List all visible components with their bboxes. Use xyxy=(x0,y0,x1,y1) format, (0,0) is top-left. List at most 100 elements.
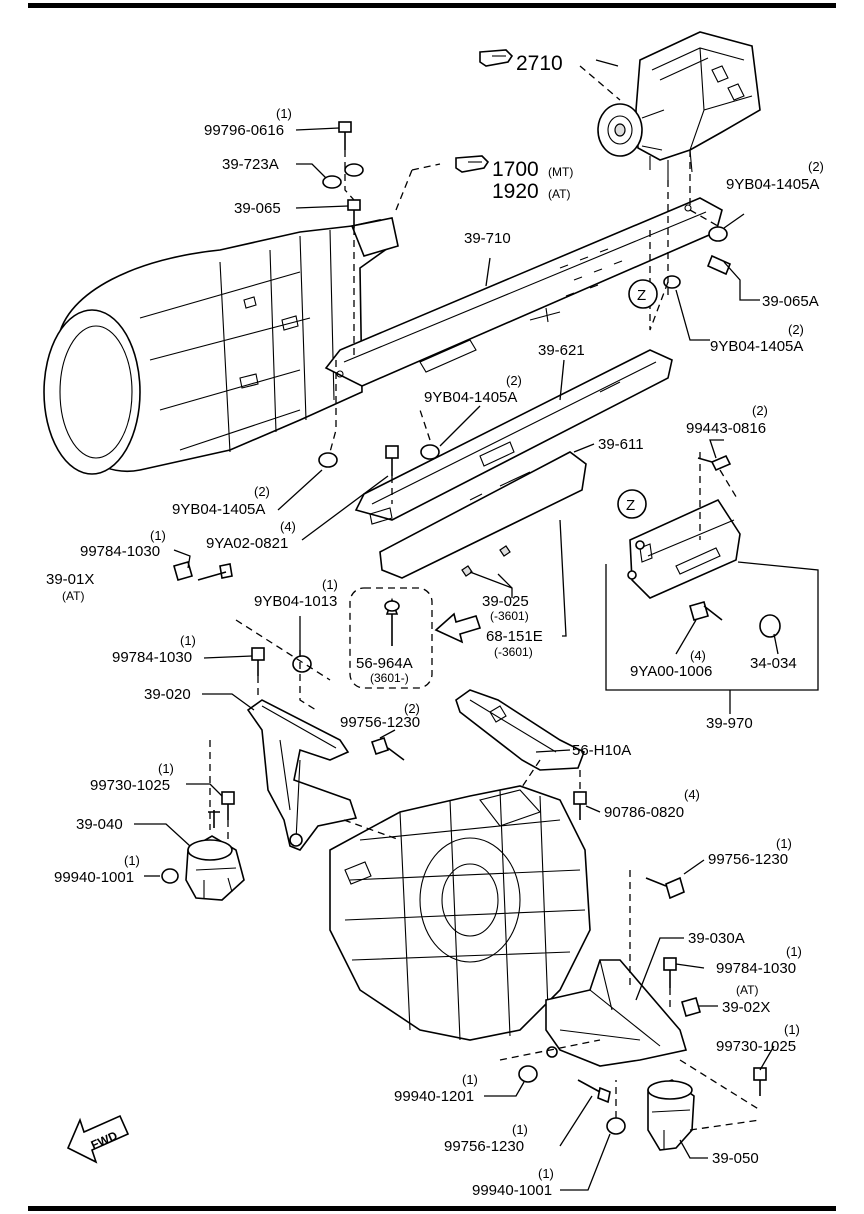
bracket-56-h10a xyxy=(455,689,586,771)
svg-text:(1): (1) xyxy=(158,761,174,776)
label-99784-1030-lower: (1) 99784-1030 xyxy=(112,633,196,666)
label-9yb04-1405a-top-right: (2) 9YB04-1405A xyxy=(726,159,824,193)
svg-text:39-065: 39-065 xyxy=(234,200,281,217)
svg-text:(1): (1) xyxy=(462,1072,478,1087)
svg-text:99940-1001: 99940-1001 xyxy=(54,869,134,886)
svg-text:9YB04-1405A: 9YB04-1405A xyxy=(172,501,265,518)
svg-text:(1): (1) xyxy=(124,853,140,868)
label-39-611: 39-611 xyxy=(598,436,644,453)
label-90786-0820: (4) 90786-0820 xyxy=(604,787,700,821)
svg-text:(1): (1) xyxy=(512,1122,528,1137)
label-9ya02-0821: (4) 9YA02-0821 xyxy=(206,519,296,552)
svg-text:9YB04-1405A: 9YB04-1405A xyxy=(424,389,517,406)
svg-text:9YB04-1405A: 9YB04-1405A xyxy=(726,176,819,193)
svg-text:(1): (1) xyxy=(784,1022,800,1037)
svg-text:(2): (2) xyxy=(752,403,768,418)
label-9yb04-1405a-mid: (2) 9YB04-1405A xyxy=(424,373,522,406)
engine-mount-bracket-39-030a xyxy=(545,959,688,1067)
svg-text:39-723A: 39-723A xyxy=(222,156,279,173)
label-99756-1230-lower: (1) 99756-1230 xyxy=(444,1122,528,1155)
fwd-arrow: FWD xyxy=(66,1114,130,1164)
svg-text:99940-1201: 99940-1201 xyxy=(394,1088,474,1105)
label-39-01x: 39-01X (AT) xyxy=(46,571,94,603)
label-99756-1230-right: (1) 99756-1230 xyxy=(708,836,792,868)
label-68-151e: 68-151E (-3601) xyxy=(486,628,543,659)
label-99756-1230-upper: (2) 99756-1230 xyxy=(340,701,420,731)
top-border xyxy=(28,3,836,8)
view-arrow xyxy=(434,612,482,644)
svg-text:39-020: 39-020 xyxy=(144,686,191,703)
label-34-034: 34-034 xyxy=(750,655,797,672)
svg-text:56-H10A: 56-H10A xyxy=(572,742,631,759)
svg-text:39-01X: 39-01X xyxy=(46,571,94,588)
svg-text:(2): (2) xyxy=(506,373,522,388)
svg-text:9YB04-1405A: 9YB04-1405A xyxy=(710,338,803,355)
svg-text:(MT): (MT) xyxy=(548,165,573,179)
leader-lines xyxy=(134,59,819,1191)
label-39-050: 39-050 xyxy=(712,1150,759,1167)
label-99443-0816: (2) 99443-0816 xyxy=(686,403,768,437)
label-99796-0616: (1) 99796-0616 xyxy=(204,106,292,139)
label-39-020: 39-020 xyxy=(144,686,191,703)
svg-text:99784-1030: 99784-1030 xyxy=(716,960,796,977)
svg-text:9YA02-0821: 9YA02-0821 xyxy=(206,535,288,552)
svg-text:(4): (4) xyxy=(280,519,296,534)
label-56-h10a: 56-H10A xyxy=(572,742,631,759)
svg-text:(2): (2) xyxy=(254,484,270,499)
svg-text:(AT): (AT) xyxy=(736,983,758,997)
plate-39-611 xyxy=(379,451,587,579)
svg-text:(AT): (AT) xyxy=(548,187,570,201)
svg-text:(1): (1) xyxy=(538,1166,554,1181)
label-9yb04-1405a-right-mid: (2) 9YB04-1405A xyxy=(710,322,804,355)
svg-text:(4): (4) xyxy=(684,787,700,802)
svg-text:(4): (4) xyxy=(690,648,706,663)
svg-text:(1): (1) xyxy=(776,836,792,851)
label-99940-1001-left: (1) 99940-1001 xyxy=(54,853,140,886)
svg-text:99730-1025: 99730-1025 xyxy=(90,777,170,794)
svg-text:39-611: 39-611 xyxy=(598,436,644,453)
svg-text:99940-1001: 99940-1001 xyxy=(472,1182,552,1199)
assembly-lines xyxy=(209,65,761,1131)
crossmember-39-710 xyxy=(324,197,723,387)
svg-text:39-050: 39-050 xyxy=(712,1150,759,1167)
svg-text:68-151E: 68-151E xyxy=(486,628,543,645)
svg-text:(1): (1) xyxy=(276,106,292,121)
label-39-065: 39-065 xyxy=(234,200,281,217)
label-99940-1201: (1) 99940-1201 xyxy=(394,1072,478,1105)
svg-text:(1): (1) xyxy=(180,633,196,648)
fasteners xyxy=(161,121,781,1135)
label-9ya00-1006: (4) 9YA00-1006 xyxy=(630,648,712,680)
engine-mount-39-040 xyxy=(185,810,245,901)
clip-56-964a xyxy=(349,587,433,689)
svg-text:9YB04-1013: 9YB04-1013 xyxy=(254,593,337,610)
engine-mount-39-050 xyxy=(647,1079,695,1151)
svg-text:39-030A: 39-030A xyxy=(688,930,745,947)
reference-hand-icon xyxy=(479,49,514,67)
reference-differential: 2710 xyxy=(516,52,563,75)
svg-text:99756-1230: 99756-1230 xyxy=(340,714,420,731)
label-99784-1030-right: (1) 99784-1030 xyxy=(716,944,802,977)
svg-text:Z: Z xyxy=(637,287,646,304)
svg-text:9YA00-1006: 9YA00-1006 xyxy=(630,663,712,680)
svg-text:39-025: 39-025 xyxy=(482,593,529,610)
svg-text:39-621: 39-621 xyxy=(538,342,585,359)
svg-text:99784-1030: 99784-1030 xyxy=(80,543,160,560)
svg-text:99756-1230: 99756-1230 xyxy=(708,851,788,868)
svg-text:39-040: 39-040 xyxy=(76,816,123,833)
engine-mount-bracket-39-020 xyxy=(246,699,358,851)
engine-illustration xyxy=(329,785,591,1041)
svg-text:99730-1025: 99730-1025 xyxy=(716,1038,796,1055)
svg-text:99784-1030: 99784-1030 xyxy=(112,649,192,666)
label-39-065a: 39-065A xyxy=(762,293,819,310)
svg-text:90786-0820: 90786-0820 xyxy=(604,804,684,821)
svg-text:(AT): (AT) xyxy=(62,589,84,603)
svg-text:34-034: 34-034 xyxy=(750,655,797,672)
svg-text:99796-0616: 99796-0616 xyxy=(204,122,284,139)
svg-text:1920: 1920 xyxy=(492,180,539,203)
label-99784-1030-upper: (1) 99784-1030 xyxy=(80,528,166,560)
svg-text:(-3601): (-3601) xyxy=(490,609,529,623)
svg-text:39-065A: 39-065A xyxy=(762,293,819,310)
svg-text:99443-0816: 99443-0816 xyxy=(686,420,766,437)
svg-text:(2): (2) xyxy=(404,701,420,716)
